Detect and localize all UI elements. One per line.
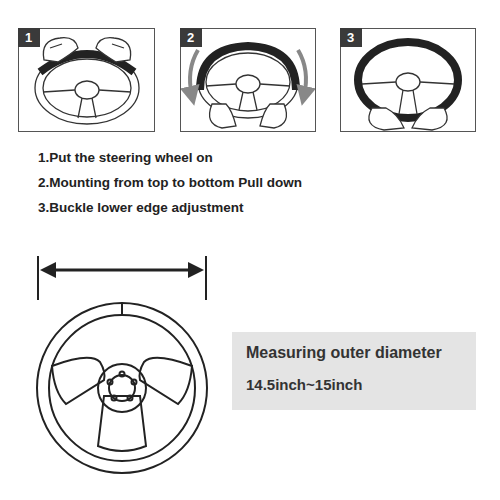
instruction-step: 3.Buckle lower edge adjustment <box>38 200 244 215</box>
step-panel: 2 <box>180 28 316 132</box>
wheel-sketch-1 <box>35 38 139 124</box>
dimension-arrow <box>38 256 206 300</box>
wheel-sketch-3 <box>358 42 458 130</box>
step-number: 3 <box>340 28 362 47</box>
step-panel: 3 <box>340 28 476 132</box>
info-box: Measuring outer diameter 14.5inch~15inch <box>232 332 476 410</box>
step-panel: 1 <box>18 28 155 132</box>
size-range: 14.5inch~15inch <box>246 376 462 393</box>
info-heading: Measuring outer diameter <box>246 344 462 362</box>
step-number: 2 <box>180 28 202 47</box>
instruction-step: 1.Put the steering wheel on <box>38 150 213 165</box>
wheel-sketch-2 <box>190 46 306 128</box>
step-number: 1 <box>18 28 40 47</box>
instruction-step: 2.Mounting from top to bottom Pull down <box>38 175 302 190</box>
steering-wheel <box>37 303 207 473</box>
